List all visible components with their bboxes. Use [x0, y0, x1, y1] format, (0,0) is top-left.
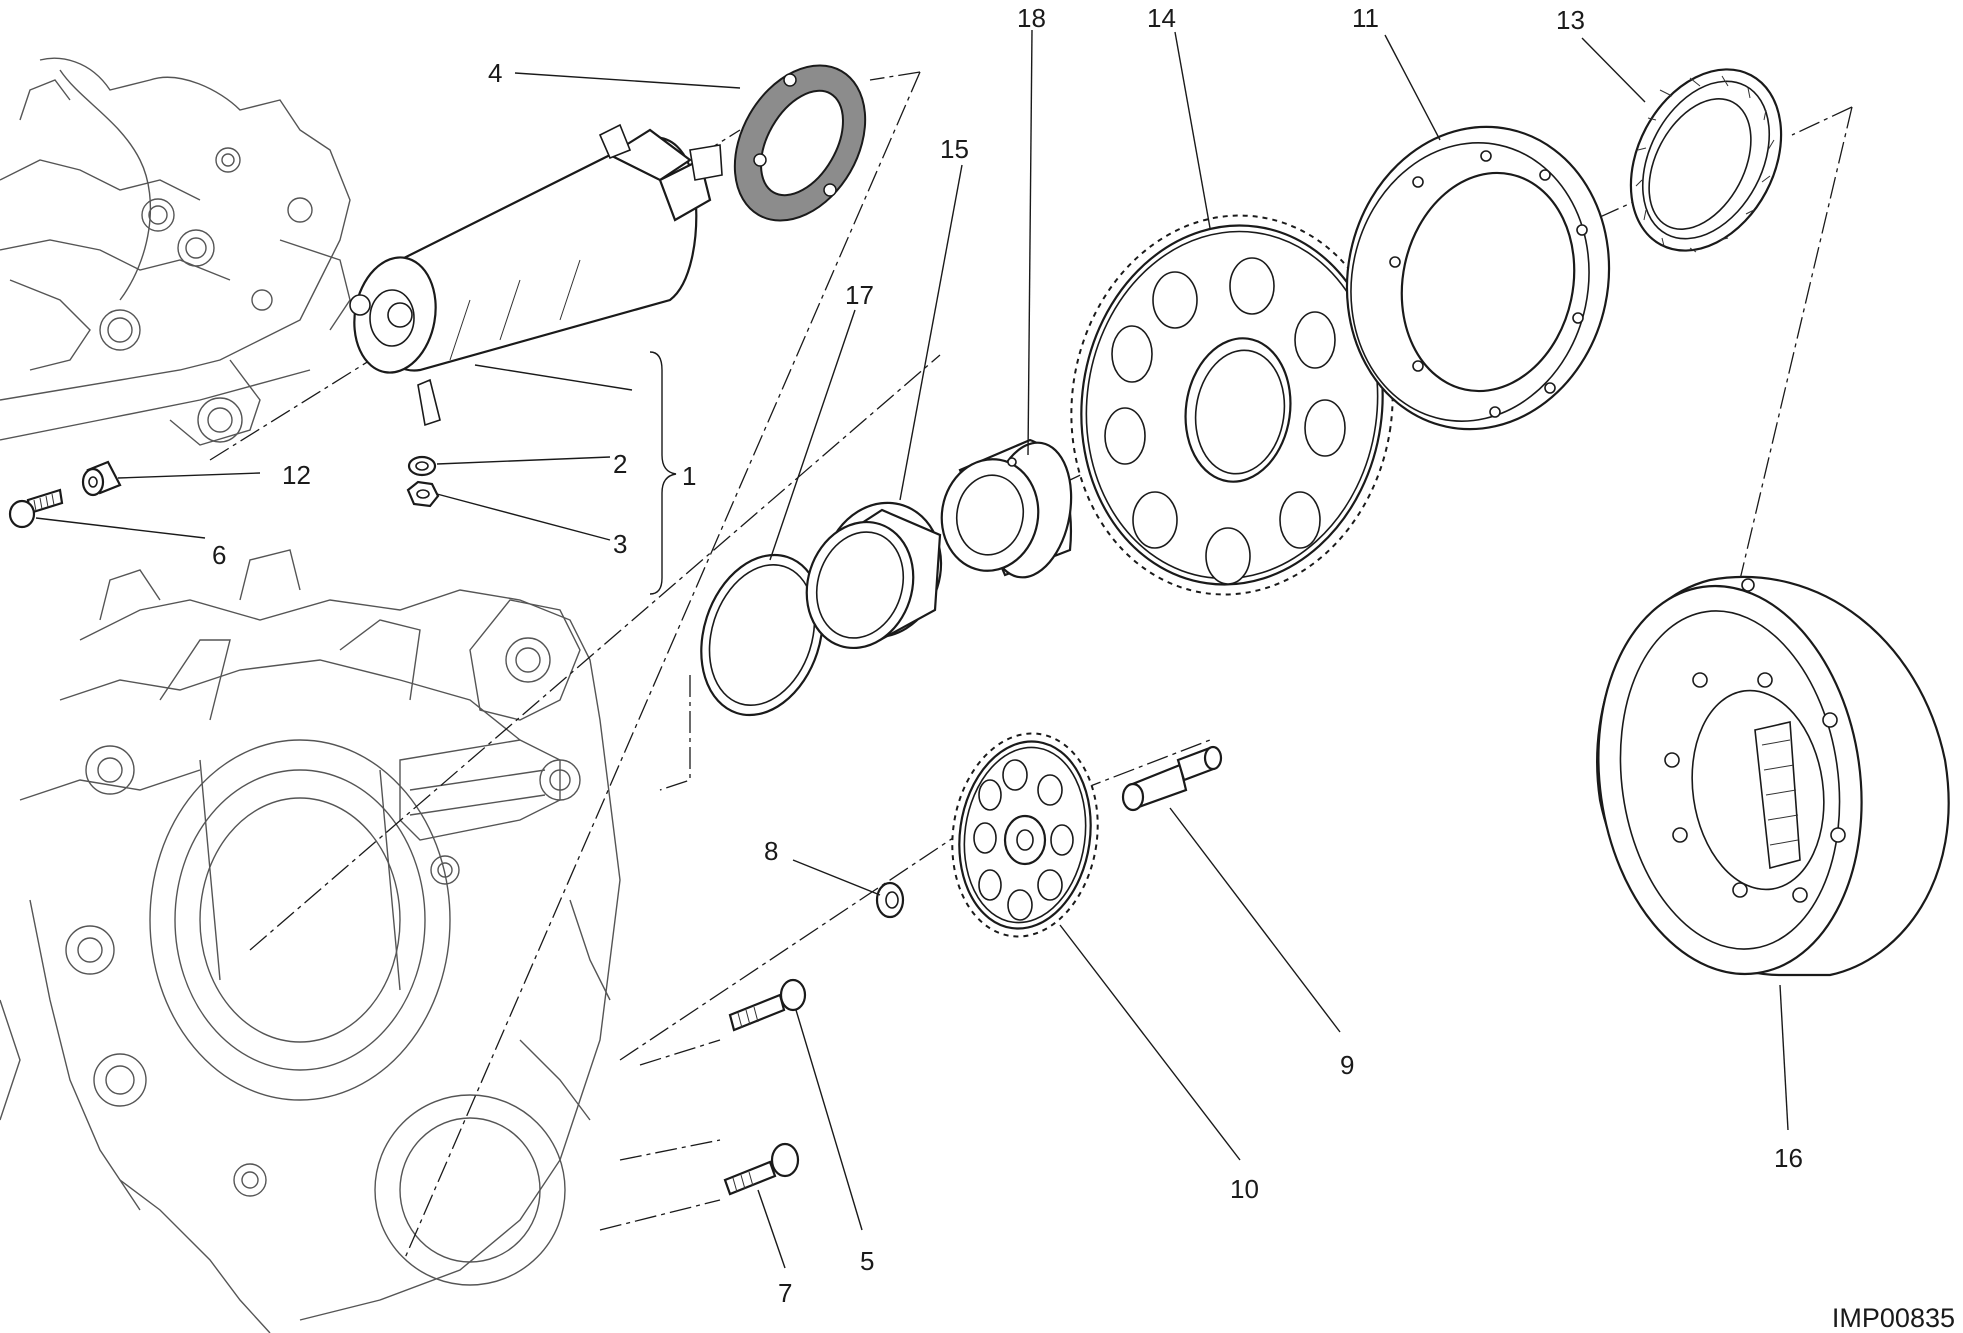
drawing-reference-code: IMP00835 [1832, 1303, 1955, 1333]
callout-6: 6 [212, 540, 226, 570]
part-10-small-gear [951, 732, 1099, 938]
part-7-screw [723, 1142, 800, 1196]
crankcase-upper [0, 57, 351, 446]
crankcase-lower [0, 549, 621, 1333]
callout-9: 9 [1340, 1050, 1354, 1080]
part-14-large-gear [1070, 214, 1394, 596]
part-15-bushing [805, 501, 943, 650]
callout-4: 4 [488, 58, 502, 88]
group-bracket-1 [649, 351, 677, 595]
part-4-seal-flange [733, 64, 867, 222]
callout-18: 18 [1017, 3, 1046, 33]
callout-3: 3 [613, 529, 627, 559]
part-6-screw [8, 488, 64, 529]
callout-8: 8 [764, 836, 778, 866]
part-9-shaft [1121, 745, 1223, 812]
callout-5: 5 [860, 1246, 874, 1276]
callout-2: 2 [613, 449, 627, 479]
part-3-nut [406, 480, 440, 508]
callout-15: 15 [940, 134, 969, 164]
callout-labels: 1 2 3 4 5 6 7 8 9 10 11 12 13 14 15 16 1… [212, 3, 1803, 1308]
part-16-clutch-drum [1596, 575, 1950, 977]
callout-7: 7 [778, 1278, 792, 1308]
part-8-washer [875, 881, 905, 919]
callout-14: 14 [1147, 3, 1176, 33]
part-13-freewheel-cage [1629, 68, 1783, 253]
leader-lines [35, 29, 1789, 1269]
callout-11: 11 [1352, 3, 1379, 33]
callout-10: 10 [1230, 1174, 1259, 1204]
part-1-starter-motor [349, 123, 723, 427]
callout-16: 16 [1774, 1143, 1803, 1173]
part-5-screw [728, 978, 807, 1032]
callout-1: 1 [682, 461, 696, 491]
part-12-spacer [81, 460, 122, 497]
part-2-washer [407, 455, 437, 477]
callout-13: 13 [1556, 5, 1585, 35]
callout-17: 17 [845, 280, 874, 310]
callout-12: 12 [282, 460, 311, 490]
part-17-ring [700, 553, 824, 717]
part-18-sleeve [940, 438, 1073, 579]
part-11-flange-ring [1345, 125, 1611, 431]
